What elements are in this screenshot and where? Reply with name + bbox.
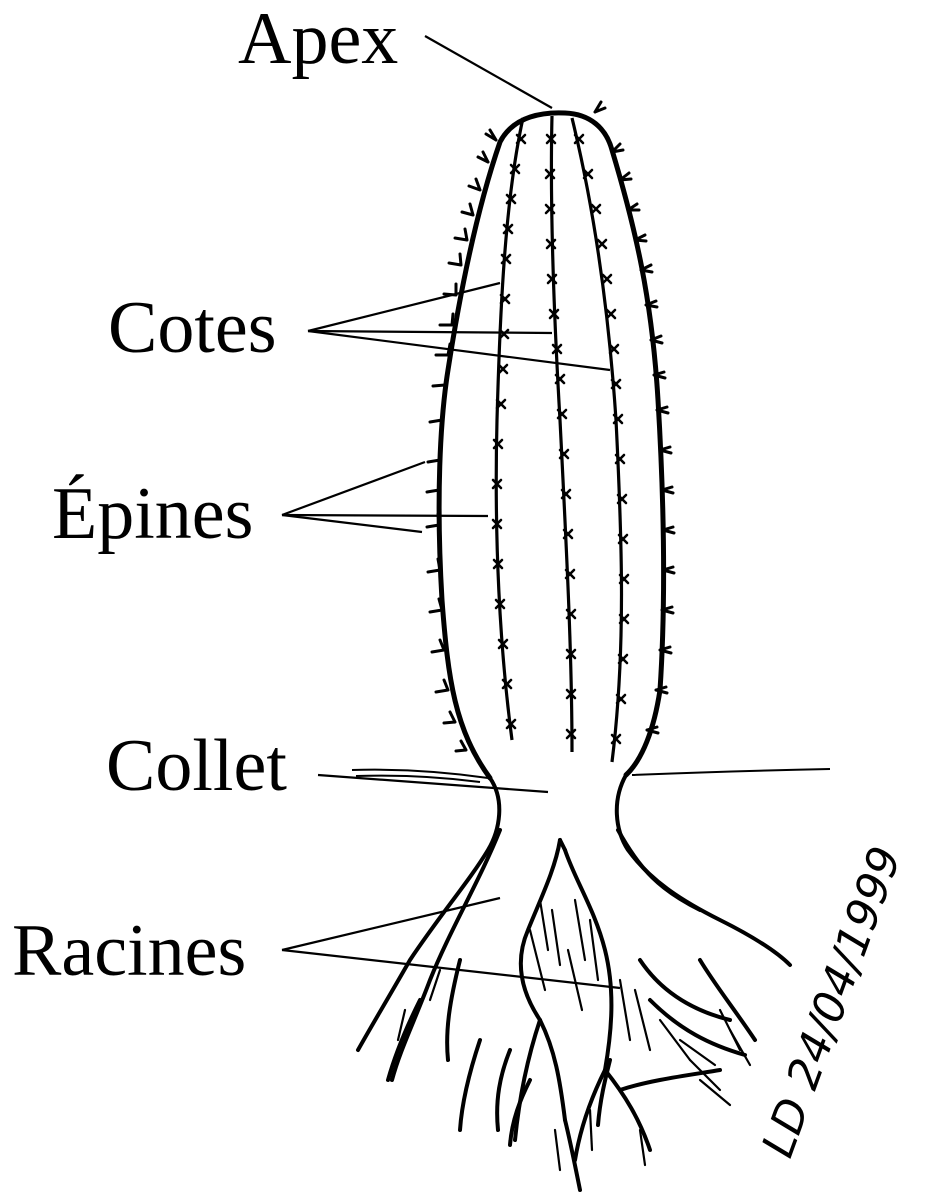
leader-collet bbox=[317, 773, 549, 794]
leader-epines-3 bbox=[281, 513, 423, 534]
rib-1 bbox=[494, 117, 525, 741]
leader-cotes-2 bbox=[307, 329, 553, 335]
leader-epines-1 bbox=[281, 460, 426, 517]
leader-racines-2 bbox=[281, 948, 621, 990]
cactus-ribs bbox=[494, 115, 624, 763]
roots bbox=[356, 773, 792, 1192]
cactus-stem-outline bbox=[436, 110, 667, 781]
leader-apex bbox=[424, 35, 553, 109]
leader-lines bbox=[281, 35, 621, 990]
label-racines: Racines bbox=[12, 910, 246, 992]
spines-outline-left bbox=[425, 128, 498, 753]
label-collet: Collet bbox=[106, 725, 287, 807]
root-hairs bbox=[396, 898, 752, 1172]
spines-ribs bbox=[491, 133, 630, 745]
leader-cotes-3 bbox=[307, 329, 611, 372]
label-cotes: Cotes bbox=[108, 287, 277, 369]
spines-outline-right bbox=[593, 100, 676, 735]
leader-epines-2 bbox=[281, 513, 489, 518]
leader-racines-1 bbox=[281, 896, 501, 952]
leader-cotes-1 bbox=[307, 281, 501, 333]
ground-line bbox=[351, 768, 831, 783]
signature: LD 24/04/1999 bbox=[752, 840, 911, 1164]
label-epines: Épines bbox=[52, 473, 253, 555]
label-apex: Apex bbox=[238, 0, 398, 80]
rib-3 bbox=[570, 117, 624, 763]
